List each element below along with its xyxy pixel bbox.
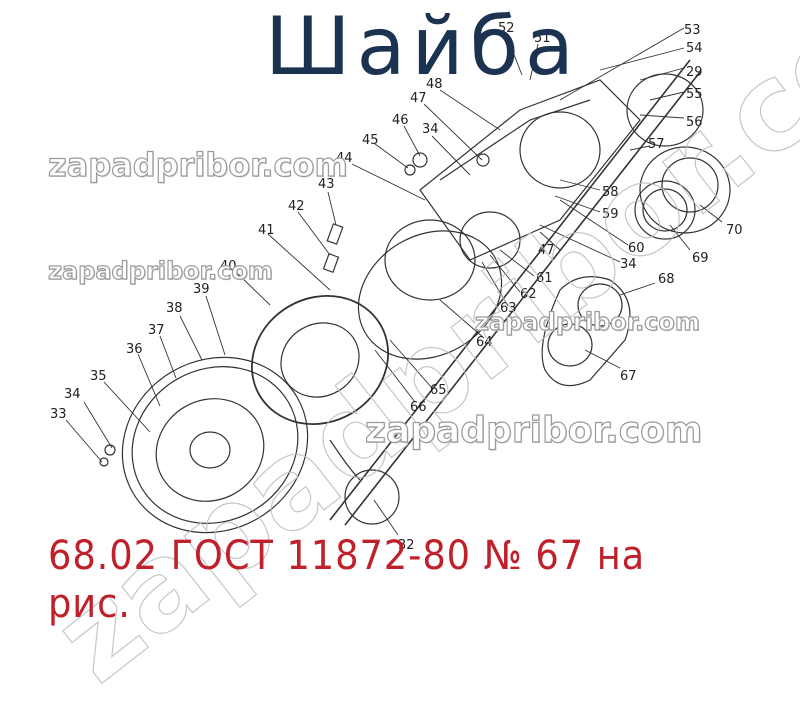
svg-text:41: 41 xyxy=(258,223,275,238)
svg-text:47: 47 xyxy=(538,243,555,258)
svg-text:36: 36 xyxy=(126,342,143,357)
svg-text:70: 70 xyxy=(726,223,743,238)
svg-text:47: 47 xyxy=(410,91,427,106)
page-title: Шайба xyxy=(265,0,580,93)
svg-text:42: 42 xyxy=(288,199,305,214)
svg-text:68: 68 xyxy=(658,272,675,287)
exploded-assembly-drawing: 33 34 35 36 37 38 39 40 41 42 43 44 45 4… xyxy=(50,21,743,553)
watermark: zapadpribor.com xyxy=(47,145,348,184)
svg-text:32: 32 xyxy=(398,538,415,553)
page: Шайба xyxy=(29,0,800,710)
svg-text:69: 69 xyxy=(692,251,709,266)
svg-text:43: 43 xyxy=(318,177,335,192)
svg-text:66: 66 xyxy=(410,400,427,415)
svg-text:51: 51 xyxy=(534,31,551,46)
svg-text:61: 61 xyxy=(536,271,553,286)
svg-text:56: 56 xyxy=(686,115,703,130)
svg-text:63: 63 xyxy=(500,301,517,316)
svg-text:39: 39 xyxy=(193,282,210,297)
svg-text:29: 29 xyxy=(686,65,703,80)
watermark: zapadpribor.com xyxy=(47,256,273,285)
svg-text:34: 34 xyxy=(422,122,439,137)
watermark: zapadpribor.com xyxy=(364,409,703,451)
watermark: zapadpribor.com xyxy=(474,307,700,336)
svg-text:58: 58 xyxy=(602,185,619,200)
svg-text:35: 35 xyxy=(90,369,107,384)
svg-text:45: 45 xyxy=(362,133,379,148)
svg-text:33: 33 xyxy=(50,407,67,422)
svg-text:54: 54 xyxy=(686,41,703,56)
svg-text:44: 44 xyxy=(336,151,353,166)
svg-text:65: 65 xyxy=(430,383,447,398)
svg-text:34: 34 xyxy=(620,257,637,272)
svg-text:55: 55 xyxy=(686,87,703,102)
svg-text:57: 57 xyxy=(648,137,665,152)
svg-text:46: 46 xyxy=(392,113,409,128)
svg-text:62: 62 xyxy=(520,287,537,302)
svg-text:38: 38 xyxy=(166,301,183,316)
svg-text:60: 60 xyxy=(628,241,645,256)
svg-text:64: 64 xyxy=(476,335,493,350)
part-caption: 68.02 ГОСТ 11872-80 № 67 на рис. xyxy=(48,533,646,627)
svg-text:52: 52 xyxy=(498,21,515,36)
svg-text:34: 34 xyxy=(64,387,81,402)
svg-text:53: 53 xyxy=(684,23,701,38)
svg-text:37: 37 xyxy=(148,323,165,338)
svg-text:59: 59 xyxy=(602,207,619,222)
svg-text:40: 40 xyxy=(220,259,237,274)
svg-text:48: 48 xyxy=(426,77,443,92)
svg-text:67: 67 xyxy=(620,369,637,384)
